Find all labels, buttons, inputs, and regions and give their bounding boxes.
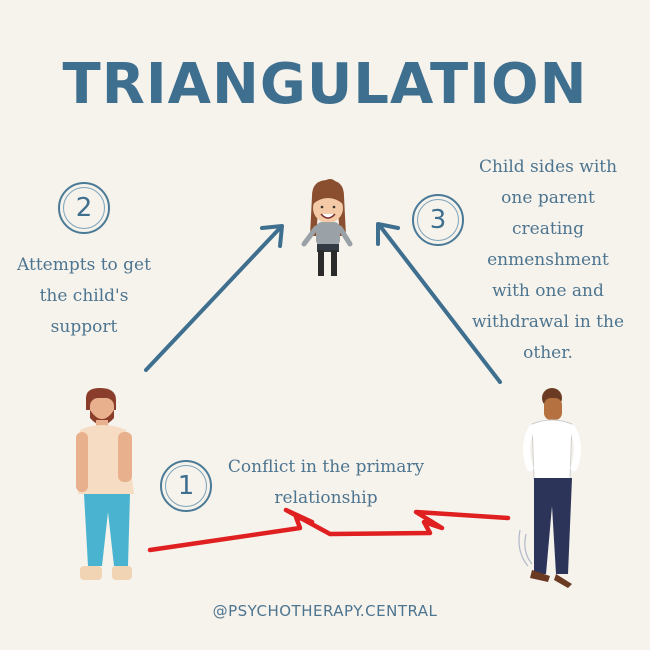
step-3-text: Child sides with one parent creating enm… [458,152,638,369]
step-3-badge: 3 [412,194,464,246]
footer-handle: @PSYCHOTHERAPY.CENTRAL [212,602,438,620]
arrow-left-head [260,224,284,248]
step-1-badge: 1 [160,460,212,512]
father-figure [76,388,134,580]
step-1-line: Conflict in the primary [227,457,425,477]
step-3-line: enmenshment [487,250,609,270]
step-2-number: 2 [75,193,93,223]
step-3-number: 3 [429,205,447,235]
step-3-line: with one and [492,281,604,301]
step-3-line: one parent [501,188,595,208]
step-3-line: other. [523,343,573,363]
step-3-line: creating [512,219,584,239]
arrow-right-head [376,222,400,246]
conflict-line [147,507,511,553]
arrow-left [144,226,282,372]
child-figure [301,179,353,276]
step-3-line: withdrawal in the [471,312,625,332]
step-2-text: Attempts to get the child's support [0,250,168,343]
step-1-line: relationship [274,488,378,508]
arrow-right [378,224,502,384]
step-1-number: 1 [177,471,195,501]
step-2-line: Attempts to get [17,255,151,275]
step-2-badge: 2 [58,182,110,234]
step-2-line: support [50,317,118,337]
step-2-line: the child's [39,286,129,306]
step-1-text: Conflict in the primary relationship [216,452,436,514]
mother-figure [518,388,581,588]
step-3-line: Child sides with [478,157,618,177]
page-title: TRIANGULATION [62,52,588,117]
